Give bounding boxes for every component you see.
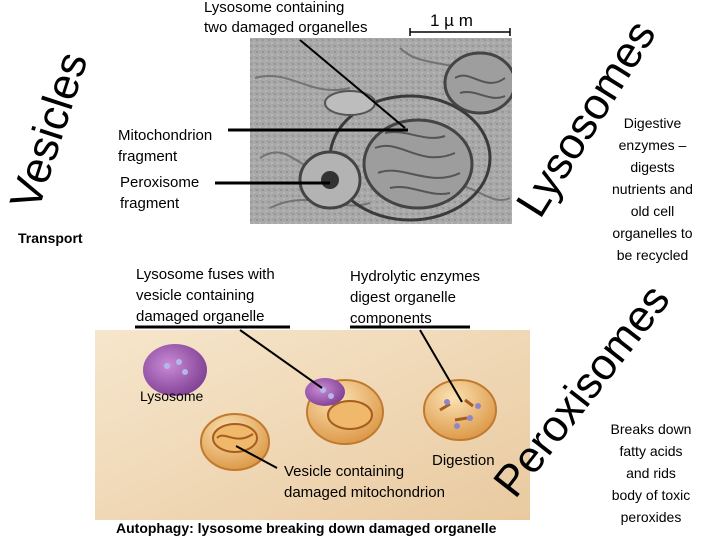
mitochondrion-fragment-label: Mitochondrion [118, 127, 213, 144]
lysosome-desc-line: enzymes – [618, 137, 687, 153]
peroxisome-desc-line: fatty acids [619, 443, 683, 459]
electron-micrograph [250, 38, 512, 224]
lysosome-desc-line: old cell [630, 203, 675, 219]
transport-label: Transport [18, 230, 83, 246]
lysosome-desc-line: nutrients and [612, 181, 693, 197]
vesicle-label-1: Vesicle containing [284, 463, 405, 480]
hydrolytic-label-3: components [350, 310, 432, 327]
fuses-label-2: vesicle containing [136, 287, 255, 304]
lysosome-containing-label: Lysosome containing [204, 0, 345, 16]
peroxisome-fragment-label-2: fragment [120, 195, 180, 212]
vesicles-title: Vesicles [1, 46, 97, 215]
peroxisome-description: Breaks down fatty acids and rids body of… [592, 418, 710, 528]
mitochondrion-fragment-label-2: fragment [118, 148, 178, 165]
digesting-vesicle [423, 379, 497, 441]
fuses-label-1: Lysosome fuses with [136, 266, 275, 283]
autophagy-diagram [95, 330, 530, 520]
scale-bar-label: 1 µ m [430, 11, 473, 30]
fuses-label-3: damaged organelle [136, 308, 265, 325]
lysosome-desc-line: organelles to [612, 225, 693, 241]
peroxisome-desc-line: and rids [626, 465, 676, 481]
peroxisome-fragment-label: Peroxisome [120, 174, 200, 191]
two-damaged-organelles-label: two damaged organelles [204, 19, 368, 36]
hydrolytic-label-1: Hydrolytic enzymes [350, 268, 481, 285]
peroxisome-desc-line: peroxides [620, 509, 682, 525]
scale-bar [409, 28, 511, 36]
lysosome-label: Lysosome [140, 388, 204, 404]
lysosome-description: Digestive enzymes – digests nutrients an… [595, 112, 710, 266]
figure-caption: Autophagy: lysosome breaking down damage… [116, 520, 497, 536]
vesicle-label-2: damaged mitochondrion [284, 484, 445, 501]
vesicle-with-mitochondrion [200, 413, 270, 471]
hydrolytic-label-2: digest organelle [350, 289, 456, 306]
vesicles-title-text: Vesicles [1, 46, 97, 215]
lysosome-sphere [143, 344, 207, 396]
peroxisome-desc-line: body of toxic [611, 487, 691, 503]
lysosome-desc-line: digests [630, 159, 675, 175]
peroxisome-desc-line: Breaks down [610, 421, 692, 437]
lysosome-desc-line: Digestive [623, 115, 682, 131]
digestion-label: Digestion [432, 452, 495, 469]
lysosome-desc-line: be recycled [616, 247, 689, 263]
fusing-vesicle [305, 378, 384, 445]
